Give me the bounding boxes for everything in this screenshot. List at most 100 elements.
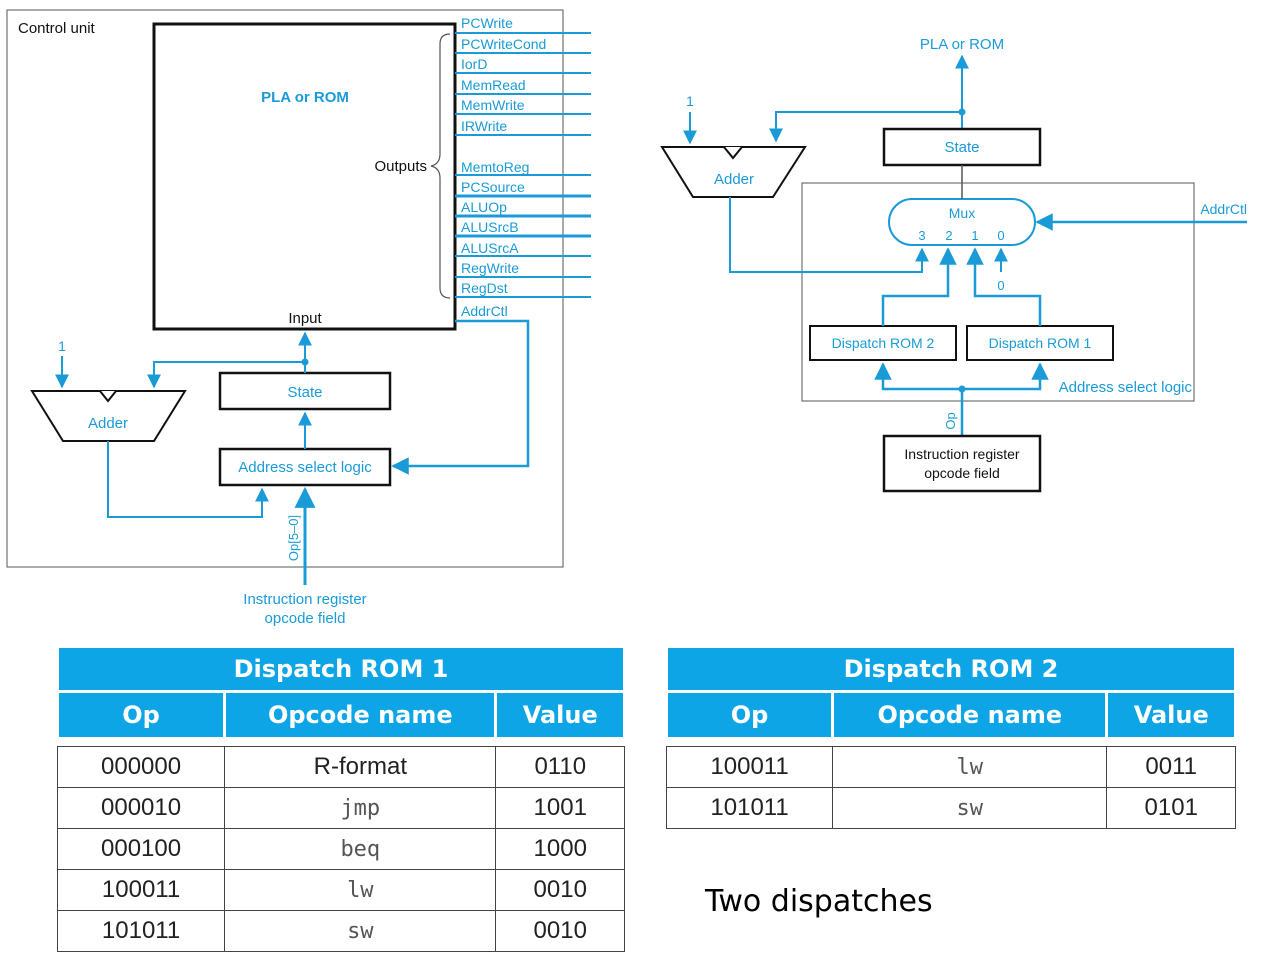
opcode-name-cell: lw <box>832 746 1108 788</box>
right-address-select-label: Address select logic <box>1059 379 1193 396</box>
value-cell: 0010 <box>495 869 625 911</box>
left-address-select-label: Address select logic <box>238 459 372 476</box>
mux-label: Mux <box>949 205 975 221</box>
input-label: Input <box>288 310 322 327</box>
outputs-label: Outputs <box>374 158 427 175</box>
opcode-name-cell: beq <box>224 828 497 870</box>
value-cell: 1001 <box>495 787 625 829</box>
dispatch-rom-2-title: Dispatch ROM 2 <box>665 645 1237 693</box>
opcode-name-cell: sw <box>832 787 1108 829</box>
signal-pcwrite: PCWrite <box>461 15 513 31</box>
column-header-value: Value <box>494 690 626 740</box>
mux-input-2: 2 <box>945 228 952 243</box>
opcode-name-cell: sw <box>224 910 497 952</box>
op-cell: 101011 <box>56 910 226 952</box>
signal-pcsource: PCSource <box>461 179 525 195</box>
signal-alusrca: ALUSrcA <box>461 240 519 256</box>
dispatch-rom-1-title: Dispatch ROM 1 <box>56 645 626 693</box>
table-row: 000010 jmp 1001 <box>56 787 625 829</box>
right-adder-shape <box>660 146 807 198</box>
op-junction-dot <box>958 385 966 393</box>
left-diagram: Control unit PLA or ROM Input Outputs PC… <box>6 9 591 627</box>
dispatch-rom-2-box <box>809 325 957 361</box>
dispatch-rom-2-table: Dispatch ROM 2 Op Opcode name Value 1000… <box>664 645 1237 829</box>
signal-pcwritecond: PCWriteCond <box>461 36 546 52</box>
signal-memwrite: MemWrite <box>461 97 525 113</box>
signal-irwrite: IRWrite <box>461 118 507 134</box>
right-adder-to-mux-wire <box>729 197 929 273</box>
signal-regwrite: RegWrite <box>461 260 519 276</box>
opcode-name-cell: lw <box>224 869 497 911</box>
zero-label: 0 <box>997 278 1004 293</box>
pla-rom-label: PLA or ROM <box>261 89 349 106</box>
control-unit-diagrams: Control unit PLA or ROM Input Outputs PC… <box>6 9 1247 627</box>
signal-alusrcb: ALUSrcB <box>461 219 519 235</box>
right-pla-label: PLA or ROM <box>920 36 1004 53</box>
dispatch-rom-2-label: Dispatch ROM 2 <box>832 335 935 351</box>
signal-iord: IorD <box>461 56 487 72</box>
signal-memread: MemRead <box>461 77 526 93</box>
table-row: 100011 lw 0011 <box>665 746 1236 788</box>
left-adder-shape <box>30 390 187 442</box>
mux-input-1: 1 <box>971 228 978 243</box>
right-one-label: 1 <box>686 93 694 109</box>
junction-dot <box>301 358 309 366</box>
control-unit-frame <box>6 9 564 568</box>
right-junction-dot <box>958 108 966 116</box>
table-row: 100011 lw 0010 <box>56 869 625 911</box>
right-diagram: PLA or ROM State Adder 1 Address select … <box>660 36 1247 493</box>
pla-rom-box <box>152 22 457 331</box>
left-adder-label: Adder <box>88 415 128 432</box>
right-address-select-frame <box>801 182 1195 402</box>
control-unit-title: Control unit <box>18 20 96 37</box>
column-header-op: Op <box>55 690 227 740</box>
left-state-label: State <box>287 384 322 401</box>
op-cell: 100011 <box>56 869 226 911</box>
table-row: 101011 sw 0101 <box>665 787 1236 829</box>
left-ir-label-1: Instruction register <box>243 591 366 608</box>
mux-input-3: 3 <box>918 228 925 243</box>
op-cell: 000010 <box>56 787 226 829</box>
output-signal-labels: PCWrite PCWriteCond IorD MemRead MemWrit… <box>461 15 546 319</box>
mux-input-0: 0 <box>997 228 1004 243</box>
right-addrctl-label: AddrCtl <box>1200 201 1247 217</box>
right-ir-box <box>882 434 1042 493</box>
rom1-to-mux-wire <box>966 247 1042 326</box>
op-to-rom2-wire <box>874 362 964 436</box>
right-ir-label-1: Instruction register <box>904 446 1019 462</box>
opcode-name-cell: R-format <box>224 746 497 788</box>
state-to-adder-wire <box>147 361 305 389</box>
value-cell: 0010 <box>495 910 625 952</box>
op-cell: 000000 <box>56 746 226 788</box>
column-header-opcode-name: Opcode name <box>223 690 498 740</box>
value-cell: 0101 <box>1106 787 1236 829</box>
column-header-op: Op <box>664 690 835 740</box>
rom2-to-mux-wire <box>881 247 957 326</box>
table-row: 000100 beq 1000 <box>56 828 625 870</box>
left-one-label: 1 <box>58 338 66 354</box>
adder-to-addr-wire <box>107 441 269 518</box>
left-address-select-box <box>218 447 392 487</box>
caption-text: Two dispatches <box>705 884 933 919</box>
op-cell: 000100 <box>56 828 226 870</box>
signal-addrctl: AddrCtl <box>461 303 508 319</box>
column-header-value: Value <box>1105 690 1237 740</box>
outputs-brace <box>430 33 451 299</box>
table-row: 101011 sw 0010 <box>56 910 625 952</box>
right-adder-notch <box>723 146 743 160</box>
signal-aluop: ALUOp <box>461 199 507 215</box>
right-adder-label: Adder <box>714 171 754 188</box>
left-ir-label-2: opcode field <box>265 610 346 627</box>
right-ir-label-2: opcode field <box>924 465 1000 481</box>
right-state-to-adder-wire <box>769 111 962 143</box>
left-adder-notch <box>99 390 117 403</box>
right-op-label: Op <box>943 412 958 429</box>
value-cell: 0011 <box>1106 746 1236 788</box>
signal-memtoreg: MemtoReg <box>461 159 529 175</box>
table-row: 000000 R-format 0110 <box>56 746 625 788</box>
opcode-name-cell: jmp <box>224 787 497 829</box>
right-state-label: State <box>944 139 979 156</box>
dispatch-rom-1-label: Dispatch ROM 1 <box>989 335 1092 351</box>
column-header-opcode-name: Opcode name <box>831 690 1109 740</box>
op-bits-label: Op[5–0] <box>286 515 301 561</box>
